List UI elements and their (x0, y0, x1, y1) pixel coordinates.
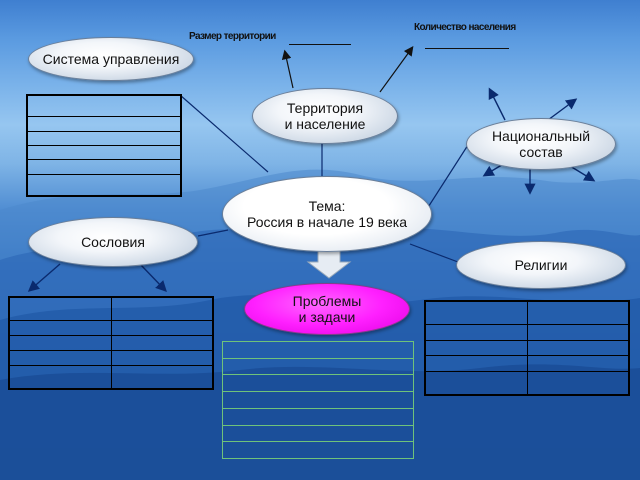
territory-node: Территория и население (252, 88, 398, 144)
table-cell (526, 370, 630, 396)
table-row (8, 365, 214, 390)
table-cell (424, 355, 528, 372)
governance-table (26, 94, 182, 197)
table-row (222, 391, 414, 409)
territory-label: Территория и население (284, 100, 366, 132)
table-cell (222, 341, 414, 359)
table-cell (526, 300, 630, 325)
governance-label: Система управления (42, 51, 180, 67)
table-cell (222, 391, 414, 409)
table-cell (110, 334, 214, 352)
problems-table (222, 341, 414, 459)
topic-label: Тема: Россия в начале 19 века (246, 198, 407, 230)
estates-table-body (8, 296, 214, 390)
table-row (424, 370, 630, 396)
table-cell (110, 365, 214, 390)
population-underline (425, 48, 509, 49)
estates-table (8, 296, 214, 390)
problems-node: Проблемы и задачи (244, 283, 410, 335)
table-row (26, 94, 182, 118)
table-cell (424, 300, 528, 325)
connector-nationality-topic (424, 144, 469, 213)
table-row (26, 173, 182, 197)
area-label: Размер территории (189, 31, 276, 42)
table-cell (526, 339, 630, 357)
topic-node: Тема: Россия в начале 19 века (222, 176, 432, 252)
table-cell (26, 116, 182, 132)
table-row (424, 300, 630, 325)
table-row (26, 159, 182, 175)
table-row (222, 357, 414, 376)
table-row (26, 116, 182, 132)
table-row (26, 144, 182, 161)
table-cell (222, 424, 414, 443)
religions-table-body (424, 300, 630, 396)
table-cell (26, 130, 182, 146)
table-cell (8, 350, 112, 367)
arrow-estates-left (27, 263, 61, 292)
estates-node: Сословия (28, 217, 198, 267)
arrow-to-population (379, 46, 414, 93)
table-cell (26, 159, 182, 175)
table-row (222, 424, 414, 443)
table-cell (110, 319, 214, 336)
table-cell (110, 296, 214, 321)
table-row (8, 296, 214, 321)
table-cell (222, 374, 414, 393)
connector-governance-topic (179, 94, 269, 173)
arrow-estates-right (139, 263, 167, 293)
religions-table (424, 300, 630, 396)
table-row (424, 355, 630, 372)
table-row (26, 130, 182, 146)
connector-religions-topic (409, 243, 459, 263)
table-row (222, 441, 414, 459)
table-cell (526, 355, 630, 372)
arrow-nationality-1 (488, 87, 506, 121)
problems-table-body (222, 341, 414, 459)
problems-label: Проблемы и задачи (292, 293, 362, 325)
table-row (222, 341, 414, 359)
table-row (424, 324, 630, 341)
table-cell (26, 94, 182, 118)
table-row (222, 374, 414, 393)
table-cell (222, 407, 414, 426)
governance-node: Система управления (28, 37, 194, 81)
arrow-nationality-2 (547, 98, 578, 121)
nationality-node: Национальный состав (466, 118, 616, 170)
table-cell (222, 357, 414, 376)
arrow-to-area (281, 49, 294, 89)
estates-label: Сословия (81, 234, 145, 250)
table-row (8, 319, 214, 336)
table-cell (8, 365, 112, 390)
table-cell (26, 173, 182, 197)
table-row (424, 339, 630, 357)
table-cell (424, 370, 528, 396)
population-label: Количество населения (414, 22, 516, 33)
religions-label: Религии (514, 257, 568, 273)
table-cell (26, 144, 182, 161)
table-cell (8, 319, 112, 336)
governance-table-body (26, 94, 182, 197)
table-cell (8, 296, 112, 321)
connector-estates-topic (197, 229, 229, 237)
table-cell (526, 324, 630, 341)
table-cell (424, 324, 528, 341)
table-row (8, 334, 214, 352)
table-cell (222, 441, 414, 459)
nationality-label: Национальный состав (491, 128, 591, 160)
table-cell (110, 350, 214, 367)
table-row (222, 407, 414, 426)
table-cell (8, 334, 112, 352)
religions-node: Религии (456, 241, 626, 289)
table-row (8, 350, 214, 367)
table-cell (424, 339, 528, 357)
area-underline (289, 44, 351, 45)
arrow-nationality-5 (569, 165, 596, 182)
